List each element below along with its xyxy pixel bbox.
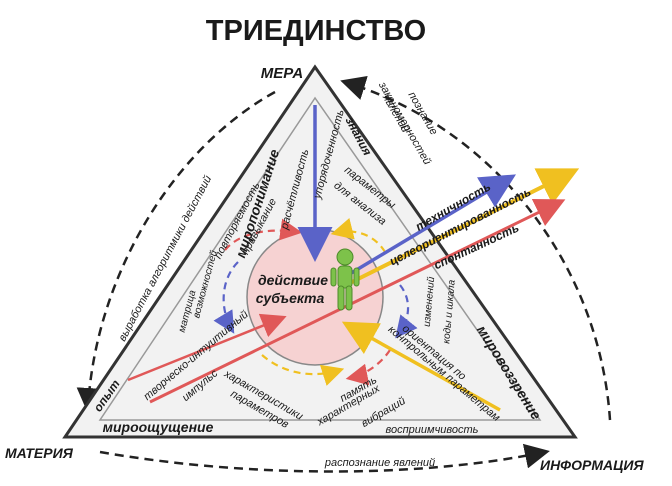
label-kody-2: изменений: [422, 276, 437, 327]
arrow-red-spontaneity: [149, 199, 566, 404]
corner-label-left: МАТЕРИЯ: [5, 445, 74, 461]
cycle-yellow-bottom: [261, 354, 345, 386]
cycle-blue-right: [395, 284, 418, 339]
arrow-red-lower: [127, 313, 287, 382]
corner-label-right: ИНФОРМАЦИЯ: [540, 457, 644, 473]
arrow-yellow-return: [341, 321, 501, 412]
outer-arc-right: [340, 75, 612, 421]
inner-triangle: [98, 96, 542, 421]
label-vospriimchivost: восприимчивость: [386, 424, 479, 436]
outer-arc-bottom: [99, 443, 550, 473]
center-label-1: действие: [258, 272, 328, 288]
cycle-red-bottom: [345, 349, 391, 386]
person-figure: [330, 248, 360, 311]
arrow-blue-technichnost: [347, 174, 517, 277]
corner-label-top: МЕРА: [261, 65, 303, 82]
outer-arc-left: [76, 90, 276, 413]
outer-label-bottom: распознание явлений: [324, 457, 435, 469]
cycle-blue-left: [213, 261, 239, 334]
cycle-yellow-top: [330, 218, 386, 253]
diagram-title: ТРИЕДИНСТВО: [206, 15, 426, 47]
center-label-2: субъекта: [256, 290, 325, 306]
side-label-bottom: мироощущение: [103, 419, 214, 435]
arrow-yellow-target: [349, 168, 580, 285]
cycle-red-top: [224, 218, 303, 251]
